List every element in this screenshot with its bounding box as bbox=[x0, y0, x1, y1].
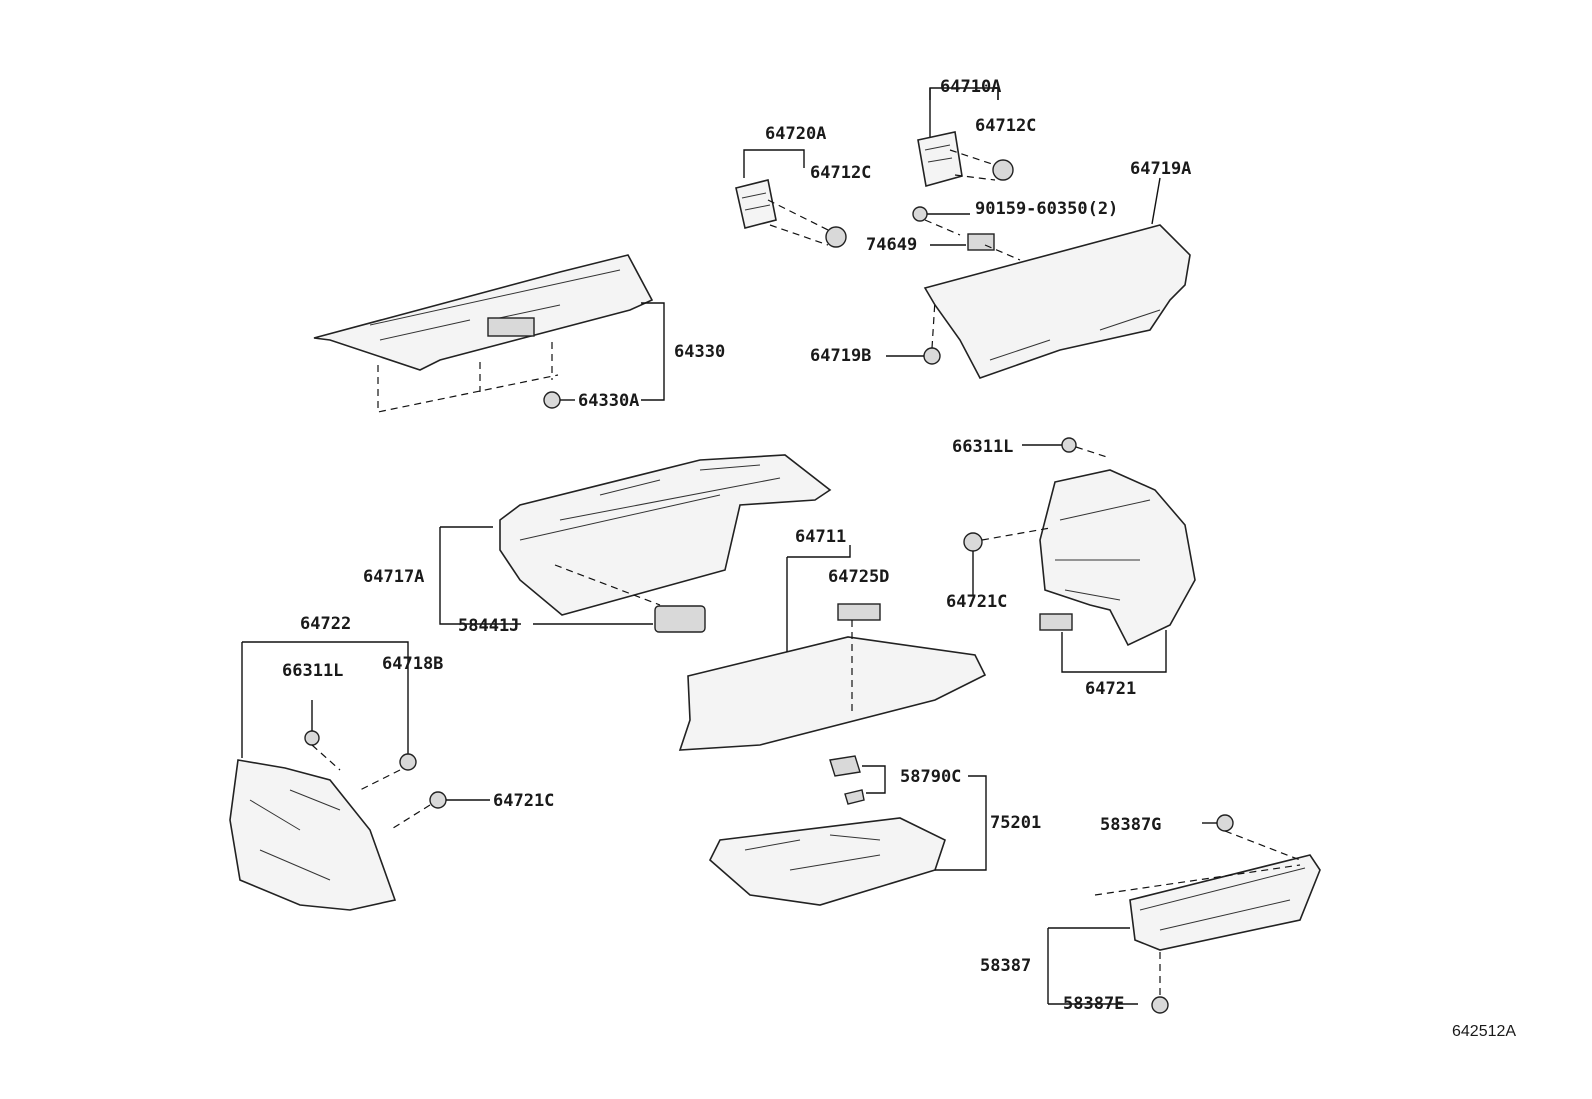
label-66311L-right: 66311L bbox=[952, 437, 1013, 457]
clip-66311L-right[interactable] bbox=[1061, 437, 1077, 453]
label-64330: 64330 bbox=[674, 342, 725, 362]
leader-58790C bbox=[862, 765, 886, 794]
label-74649: 74649 bbox=[866, 235, 917, 255]
bracket-64710A[interactable] bbox=[917, 131, 963, 188]
tray-75201[interactable] bbox=[709, 817, 946, 906]
trim-64717A-group bbox=[439, 454, 832, 633]
screw-90159[interactable] bbox=[912, 206, 928, 222]
part-64721-cover[interactable] bbox=[1039, 613, 1073, 631]
label-64720A: 64720A bbox=[765, 124, 826, 144]
part-64725D[interactable] bbox=[837, 603, 881, 621]
clip-64712C-top[interactable] bbox=[992, 159, 1014, 181]
sill-plate-58387-group bbox=[1047, 814, 1321, 1014]
label-58790C: 58790C bbox=[900, 767, 961, 787]
clip-58387E[interactable] bbox=[1151, 996, 1169, 1014]
label-64712C-left: 64712C bbox=[810, 163, 871, 183]
label-64718B: 64718B bbox=[382, 654, 443, 674]
trunk-trim-panel-64719A[interactable] bbox=[923, 224, 1191, 379]
leader-64719A bbox=[1151, 177, 1161, 225]
side-trim-panel-64721[interactable] bbox=[1039, 469, 1196, 647]
label-64719B: 64719B bbox=[810, 346, 871, 366]
part-58441J[interactable] bbox=[654, 605, 706, 633]
bracket-64720A-group bbox=[735, 149, 847, 248]
label-90159-60350: 90159-60350(2) bbox=[975, 199, 1118, 219]
leader-64711 bbox=[786, 545, 851, 652]
hook-58790C-lower[interactable] bbox=[844, 789, 865, 805]
leader-64720A bbox=[743, 149, 805, 178]
panel-64719A-group bbox=[886, 177, 1191, 379]
clip-66311L-left[interactable] bbox=[304, 730, 320, 746]
package-tray-64330-group bbox=[313, 254, 665, 413]
leader-64722 bbox=[241, 641, 409, 758]
label-64717A: 64717A bbox=[363, 567, 424, 587]
side-trim-panel-64722[interactable] bbox=[229, 759, 397, 911]
tray-75201-group bbox=[709, 755, 987, 906]
label-64710A: 64710A bbox=[940, 77, 1001, 97]
label-64722: 64722 bbox=[300, 614, 351, 634]
hook-58790C-upper[interactable] bbox=[829, 755, 861, 777]
reference-code: 642512A bbox=[1452, 1023, 1516, 1040]
leader-64717A bbox=[439, 526, 521, 625]
label-64725D: 64725D bbox=[828, 567, 889, 587]
side-trim-64722-group bbox=[229, 641, 490, 911]
label-75201: 75201 bbox=[990, 813, 1041, 833]
label-58387E: 58387E bbox=[1063, 994, 1124, 1014]
trim-panel-64717A[interactable] bbox=[499, 454, 832, 616]
floor-mat-64711[interactable] bbox=[678, 636, 987, 751]
clip-64712C-left[interactable] bbox=[825, 226, 847, 248]
clip-64330A[interactable] bbox=[543, 391, 561, 409]
leader-64721 bbox=[1061, 630, 1167, 673]
clip-64721C-right[interactable] bbox=[963, 532, 983, 552]
label-64721: 64721 bbox=[1085, 679, 1136, 699]
clip-64718B[interactable] bbox=[399, 753, 417, 771]
bracket-64710A-group bbox=[917, 87, 1014, 188]
sill-plate-58387[interactable] bbox=[1129, 854, 1321, 951]
label-66311L-left: 66311L bbox=[282, 661, 343, 681]
clip-64721C-left[interactable] bbox=[429, 791, 447, 809]
leader-75201 bbox=[935, 775, 987, 871]
label-58387G: 58387G bbox=[1100, 815, 1161, 835]
leader-64330 bbox=[641, 302, 665, 401]
side-trim-64721-group bbox=[963, 437, 1196, 673]
label-64711: 64711 bbox=[795, 527, 846, 547]
floor-mat-64711-group bbox=[678, 545, 987, 751]
clip-64719B[interactable] bbox=[923, 347, 941, 365]
label-64719A: 64719A bbox=[1130, 159, 1191, 179]
leader-58387 bbox=[1047, 927, 1138, 1005]
label-64721C-left: 64721C bbox=[493, 791, 554, 811]
label-58441J: 58441J bbox=[458, 616, 519, 636]
label-64330A: 64330A bbox=[578, 391, 639, 411]
label-64712C-top: 64712C bbox=[975, 116, 1036, 136]
label-64721C-right: 64721C bbox=[946, 592, 1007, 612]
label-58387: 58387 bbox=[980, 956, 1031, 976]
package-tray-64330[interactable] bbox=[313, 254, 654, 371]
clip-58387G[interactable] bbox=[1216, 814, 1234, 832]
bracket-64720A[interactable] bbox=[735, 179, 777, 229]
